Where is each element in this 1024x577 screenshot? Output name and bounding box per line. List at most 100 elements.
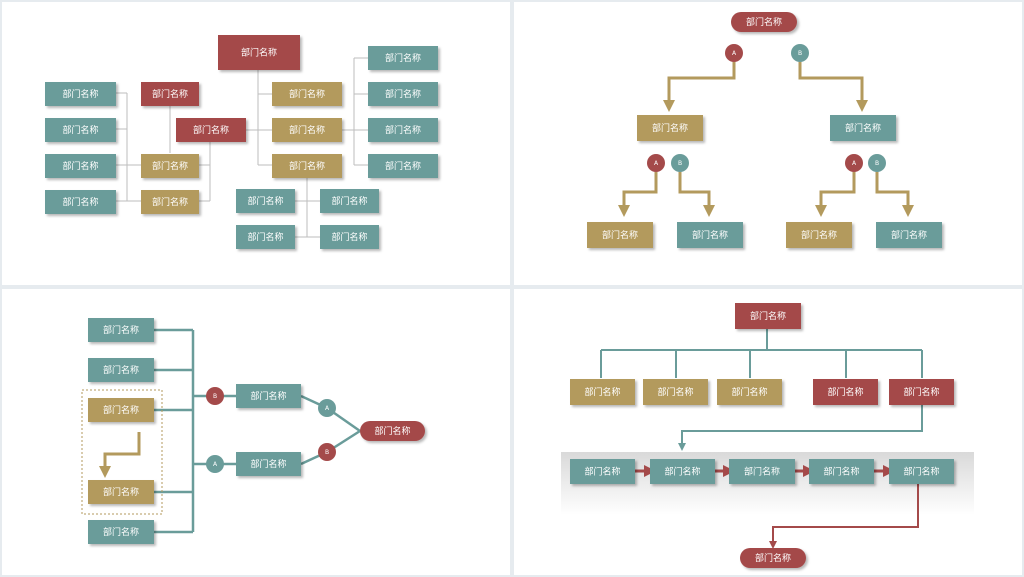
department-box-bg bbox=[320, 225, 379, 249]
department-box: 部门名称 bbox=[218, 35, 300, 70]
department-box-bg bbox=[786, 222, 852, 248]
department-box: 部门名称 bbox=[876, 222, 942, 248]
branch-marker-label: B bbox=[798, 50, 802, 57]
department-name: 部门名称 bbox=[103, 486, 139, 498]
department-box: 部门名称 bbox=[320, 225, 379, 249]
department-name: 部门名称 bbox=[62, 160, 98, 172]
department-name: 部门名称 bbox=[289, 88, 325, 100]
department-box-bg bbox=[88, 480, 154, 504]
connector-line bbox=[618, 172, 658, 217]
connector-line bbox=[663, 62, 736, 112]
department-name: 部门名称 bbox=[247, 195, 283, 207]
department-name: 部门名称 bbox=[744, 466, 780, 478]
department-box-bg bbox=[141, 154, 199, 178]
department-name: 部门名称 bbox=[845, 122, 881, 134]
department-name: 部门名称 bbox=[62, 88, 98, 100]
department-box-bg bbox=[176, 118, 246, 142]
department-box-bg bbox=[236, 189, 295, 213]
department-box: 部门名称 bbox=[45, 154, 116, 178]
terminal-node-label: 部门名称 bbox=[746, 16, 782, 28]
department-box-bg bbox=[717, 379, 782, 405]
department-name: 部门名称 bbox=[331, 231, 367, 243]
department-box-bg bbox=[88, 358, 154, 382]
branch-marker-b: B bbox=[791, 44, 809, 62]
department-box-bg bbox=[141, 82, 199, 106]
department-box: 部门名称 bbox=[643, 379, 708, 405]
department-box-bg bbox=[45, 154, 116, 178]
department-name: 部门名称 bbox=[584, 466, 620, 478]
terminal-node-label: 部门名称 bbox=[755, 552, 791, 564]
branch-marker-b: B bbox=[671, 154, 689, 172]
department-name: 部门名称 bbox=[584, 386, 620, 398]
department-box-bg bbox=[272, 82, 342, 106]
department-name: 部门名称 bbox=[801, 229, 837, 241]
branch-marker-label: A bbox=[654, 160, 659, 167]
department-name: 部门名称 bbox=[823, 466, 859, 478]
department-box-bg bbox=[570, 459, 635, 484]
department-name: 部门名称 bbox=[62, 124, 98, 136]
department-box-bg bbox=[141, 190, 199, 214]
department-name: 部门名称 bbox=[750, 310, 786, 322]
terminal-node: 部门名称 bbox=[360, 421, 425, 441]
department-box: 部门名称 bbox=[272, 82, 342, 106]
department-box: 部门名称 bbox=[272, 154, 342, 178]
branch-marker-circle bbox=[671, 154, 689, 172]
branch-marker-label: A bbox=[732, 50, 737, 57]
branch-marker-circle bbox=[206, 387, 224, 405]
department-box: 部门名称 bbox=[236, 225, 295, 249]
department-box-bg bbox=[45, 190, 116, 214]
department-box: 部门名称 bbox=[717, 379, 782, 405]
department-box: 部门名称 bbox=[570, 379, 635, 405]
branch-marker-circle bbox=[318, 443, 336, 461]
highlight-frame bbox=[81, 389, 163, 515]
department-box: 部门名称 bbox=[813, 379, 878, 405]
department-name: 部门名称 bbox=[385, 160, 421, 172]
department-box-bg bbox=[88, 398, 154, 422]
department-box: 部门名称 bbox=[236, 452, 301, 476]
department-name: 部门名称 bbox=[827, 386, 863, 398]
department-box-bg bbox=[368, 154, 438, 178]
department-name: 部门名称 bbox=[652, 122, 688, 134]
department-box: 部门名称 bbox=[45, 190, 116, 214]
department-box-bg bbox=[272, 118, 342, 142]
department-box: 部门名称 bbox=[272, 118, 342, 142]
department-name: 部门名称 bbox=[103, 526, 139, 538]
branch-marker-a: A bbox=[318, 399, 336, 417]
department-box-bg bbox=[368, 118, 438, 142]
connector-line bbox=[678, 404, 923, 451]
connector-lines-layer bbox=[81, 57, 923, 549]
branch-marker-label: A bbox=[852, 160, 857, 167]
department-box-bg bbox=[889, 379, 954, 405]
department-name: 部门名称 bbox=[152, 160, 188, 172]
department-box-bg bbox=[735, 303, 801, 329]
department-name: 部门名称 bbox=[103, 324, 139, 336]
department-box-bg bbox=[650, 459, 715, 484]
department-name: 部门名称 bbox=[250, 458, 286, 470]
department-box: 部门名称 bbox=[889, 379, 954, 405]
department-box-bg bbox=[272, 154, 342, 178]
branch-marker-circle bbox=[868, 154, 886, 172]
department-box-bg bbox=[813, 379, 878, 405]
branch-marker-label: A bbox=[325, 405, 330, 412]
department-box-bg bbox=[677, 222, 743, 248]
department-box: 部门名称 bbox=[141, 82, 199, 106]
department-name: 部门名称 bbox=[247, 231, 283, 243]
department-box-bg bbox=[88, 318, 154, 342]
department-box: 部门名称 bbox=[141, 154, 199, 178]
department-box: 部门名称 bbox=[88, 398, 154, 422]
department-box: 部门名称 bbox=[570, 459, 635, 484]
department-name: 部门名称 bbox=[664, 466, 700, 478]
branch-marker-b: B bbox=[868, 154, 886, 172]
department-box-bg bbox=[45, 118, 116, 142]
department-box-bg bbox=[876, 222, 942, 248]
department-name: 部门名称 bbox=[289, 124, 325, 136]
branch-marker-circle bbox=[791, 44, 809, 62]
department-name: 部门名称 bbox=[657, 386, 693, 398]
department-name: 部门名称 bbox=[692, 229, 728, 241]
department-box-bg bbox=[236, 225, 295, 249]
department-box: 部门名称 bbox=[45, 82, 116, 106]
department-name: 部门名称 bbox=[331, 195, 367, 207]
department-name: 部门名称 bbox=[385, 124, 421, 136]
branch-marker-circle bbox=[647, 154, 665, 172]
